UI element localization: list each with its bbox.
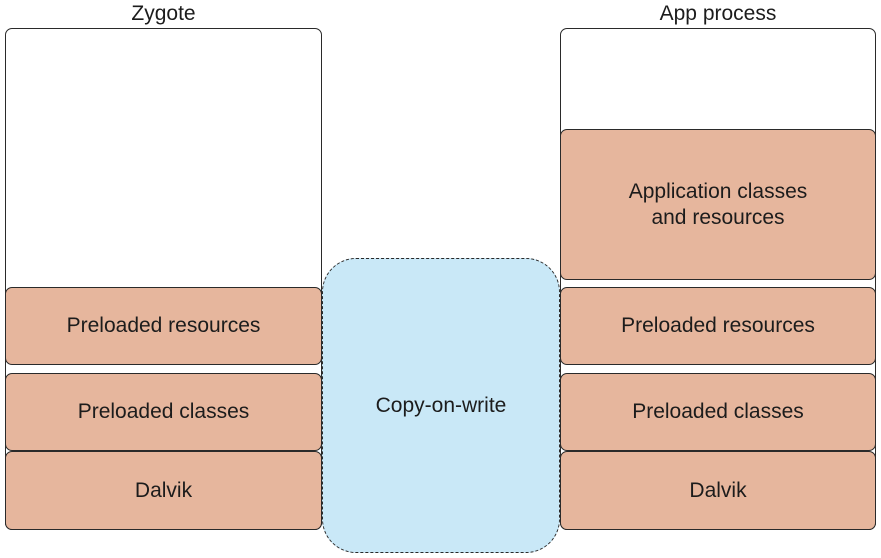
app-process-title: App process	[659, 2, 777, 25]
zygote-preloaded-classes-block: Preloaded classes	[5, 373, 322, 451]
zygote-preloaded-resources-block: Preloaded resources	[5, 287, 322, 365]
copy-on-write-region: Copy-on-write	[322, 258, 560, 553]
app-dalvik-block: Dalvik	[560, 451, 876, 530]
zygote-dalvik-block: Dalvik	[5, 451, 322, 530]
zygote-title: Zygote	[131, 2, 196, 25]
app-preloaded-resources-block: Preloaded resources	[560, 287, 876, 365]
app-application-classes-block: Application classes and resources	[560, 129, 876, 280]
copy-on-write-label: Copy-on-write	[375, 393, 507, 417]
app-preloaded-classes-block: Preloaded classes	[560, 373, 876, 451]
